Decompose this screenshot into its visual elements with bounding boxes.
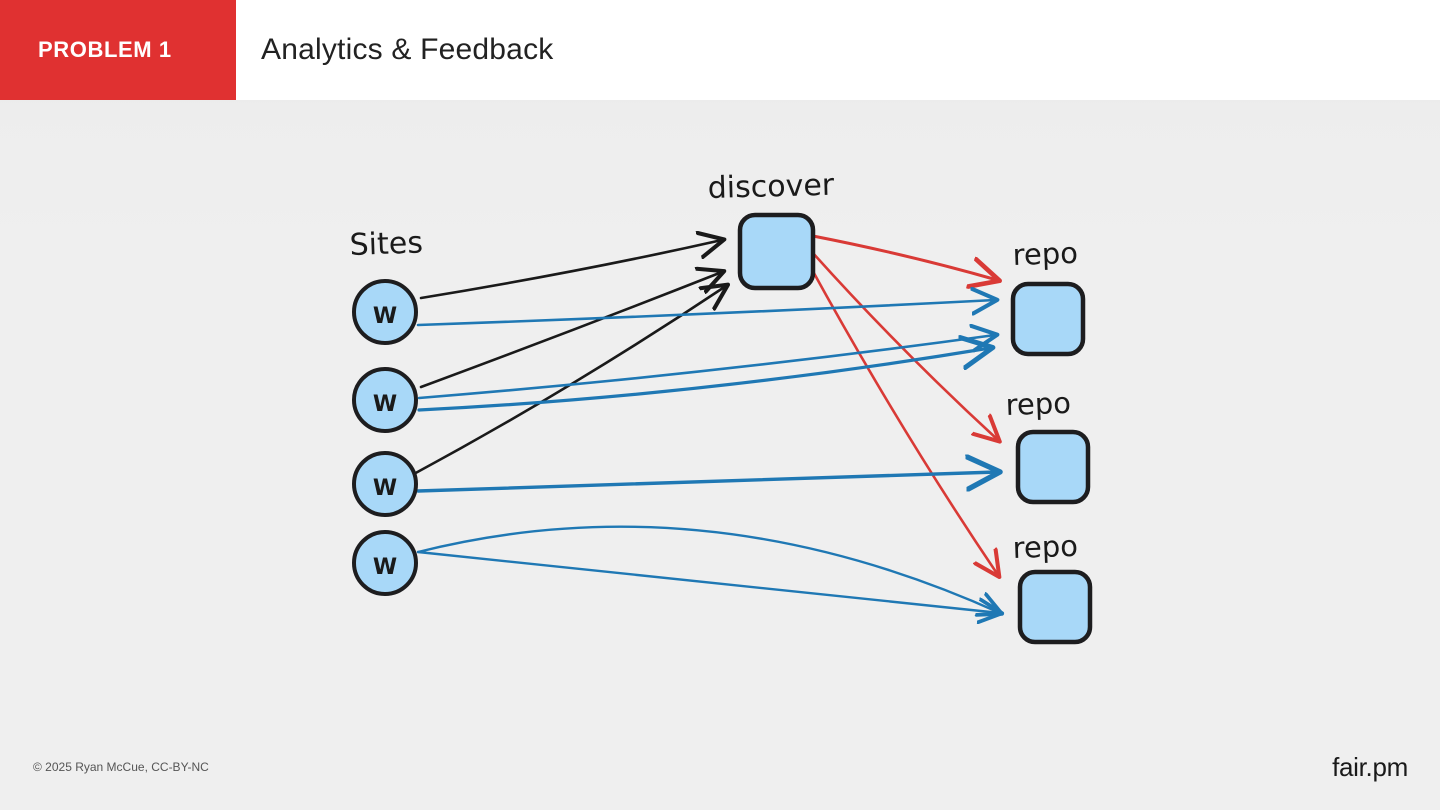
problem-badge: PROBLEM 1: [0, 0, 236, 100]
repo-3-label: repo: [1012, 529, 1078, 565]
slide-header: PROBLEM 1 Analytics & Feedback: [0, 0, 1440, 100]
site-node-4[interactable]: W: [352, 530, 418, 596]
site-node-3[interactable]: W: [352, 451, 418, 517]
discover-label: discover: [707, 168, 835, 206]
repo-node-2[interactable]: [1015, 429, 1091, 505]
site-node-1-label: W: [373, 304, 397, 329]
repo-node-3[interactable]: [1017, 569, 1093, 645]
edge-site2-repo1-a: [417, 335, 995, 400]
page-title: Analytics & Feedback: [261, 33, 554, 66]
repo-2-label: repo: [1005, 386, 1071, 422]
sites-label: Sites: [349, 225, 423, 263]
diagram-canvas: Sites W W W W discover: [0, 100, 1440, 810]
copyright-text: © 2025 Ryan McCue, CC-BY-NC: [33, 760, 209, 774]
edge-site2-discover: [419, 272, 722, 389]
edge-discover-repo3: [808, 264, 998, 575]
problem-badge-label: PROBLEM 1: [38, 37, 172, 62]
edge-site2-repo1-b: [417, 348, 990, 412]
repo-node-1[interactable]: [1010, 281, 1086, 357]
site-node-2[interactable]: W: [352, 367, 418, 433]
site-node-2-label: W: [373, 392, 397, 417]
discover-node[interactable]: [737, 212, 816, 291]
edges-sites-to-discover: [410, 240, 726, 477]
repo-1-label: repo: [1012, 236, 1078, 272]
site-node-4-label: W: [373, 555, 397, 580]
brand-label: fair.pm: [1332, 752, 1408, 782]
edge-site1-repo1: [416, 300, 995, 327]
edges-sites-to-repos: [416, 300, 1000, 613]
edge-site3-repo2: [416, 472, 997, 493]
edge-site4-repo3-line: [416, 550, 1000, 613]
edge-site1-discover: [419, 240, 722, 300]
site-node-1[interactable]: W: [352, 279, 418, 345]
edges-discover-to-repos: [808, 234, 998, 575]
site-node-3-label: W: [373, 476, 397, 501]
edge-discover-repo1: [811, 234, 997, 280]
edge-site4-repo3: [416, 525, 1000, 613]
